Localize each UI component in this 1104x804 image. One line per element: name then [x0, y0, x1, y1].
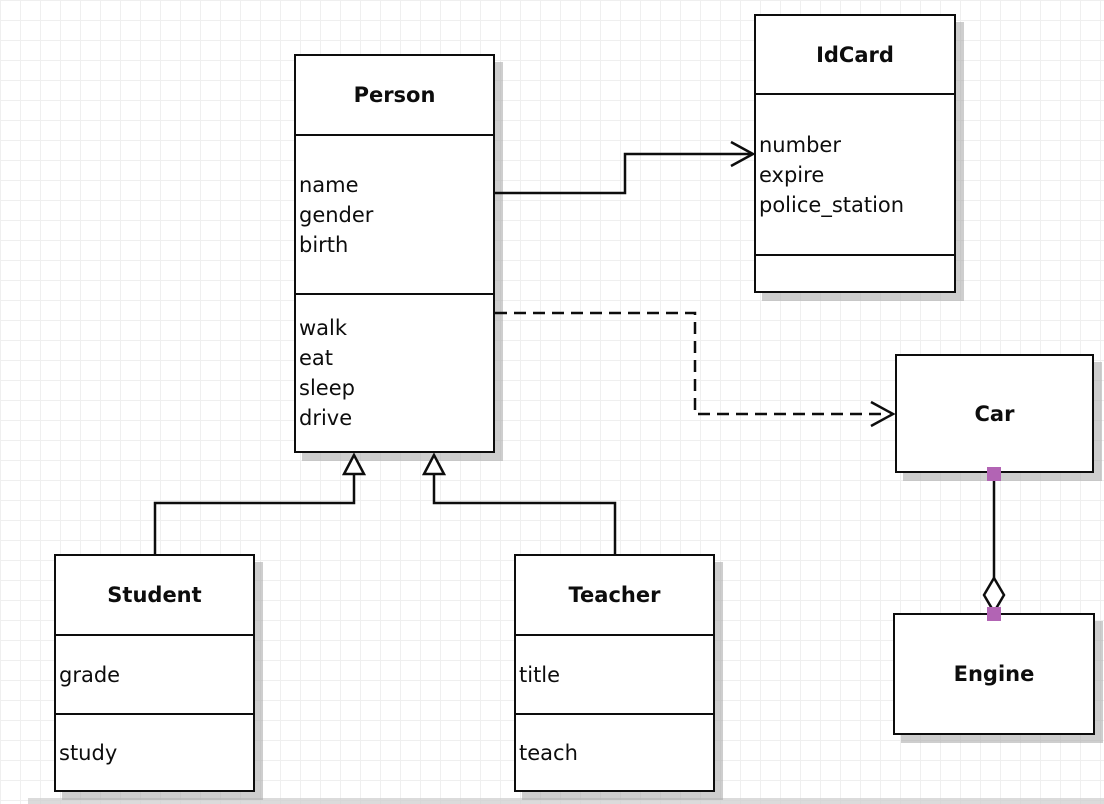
attribute: birth [299, 232, 349, 257]
class-teacher-methods-section: teach [516, 713, 713, 790]
attribute: title [519, 662, 561, 687]
attribute: gender [299, 202, 374, 227]
class-student-title: Student [107, 583, 202, 607]
class-person[interactable]: Person name gender birth walk eat sleep … [294, 54, 495, 453]
class-student[interactable]: Student grade study [54, 554, 255, 792]
method: teach [519, 740, 578, 765]
method: sleep [299, 376, 355, 400]
method: study [59, 740, 118, 765]
class-engine-title: Engine [953, 662, 1035, 686]
class-teacher[interactable]: Teacher title teach [514, 554, 715, 792]
class-car-title: Car [974, 401, 1015, 426]
hollow-triangle-arrowhead-icon [341, 452, 367, 476]
method: walk [299, 316, 348, 340]
class-idcard-title: IdCard [816, 42, 894, 67]
class-car[interactable]: Car [895, 354, 1094, 473]
hollow-triangle-arrowhead-icon [421, 452, 447, 476]
class-idcard[interactable]: IdCard number expire police_station [754, 14, 956, 293]
generalization-student-person[interactable] [153, 452, 367, 554]
method: drive [299, 406, 353, 430]
canvas-bottom-edge [28, 798, 1104, 804]
class-idcard-attributes-section: number expire police_station [756, 93, 954, 254]
class-student-attributes-section: grade [56, 634, 253, 713]
class-teacher-attributes-section: title [516, 634, 713, 713]
class-teacher-title: Teacher [568, 583, 661, 607]
class-person-attributes-section: name gender birth [296, 134, 493, 293]
attribute: expire [759, 162, 825, 187]
attribute: name [299, 172, 359, 197]
attribute: police_station [759, 192, 905, 217]
class-student-methods-section: study [56, 713, 253, 790]
class-person-title: Person [353, 83, 436, 107]
class-engine[interactable]: Engine [893, 613, 1095, 735]
aggregation-car-engine[interactable] [982, 467, 1006, 621]
attribute: grade [59, 662, 121, 687]
dependency-person-car[interactable] [495, 311, 896, 428]
open-arrowhead-icon [870, 400, 896, 428]
attribute: number [759, 132, 841, 157]
association-person-idcard[interactable] [495, 140, 756, 195]
class-idcard-methods-section-empty [756, 254, 954, 291]
generalization-teacher-person[interactable] [421, 452, 617, 554]
method: eat [299, 346, 334, 370]
hollow-diamond-icon [982, 575, 1006, 615]
open-arrowhead-icon [730, 140, 756, 168]
class-person-methods-section: walk eat sleep drive [296, 293, 493, 451]
